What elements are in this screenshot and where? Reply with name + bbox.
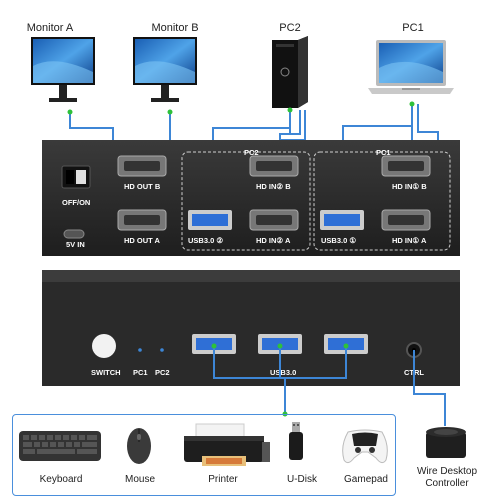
usb-pc2-label: USB3.0 ②	[188, 236, 224, 245]
pc2-label: PC2	[279, 22, 301, 34]
pc2-tower-icon	[272, 36, 308, 108]
controller-label-line2: Controller	[425, 478, 469, 489]
keyboard-label: Keyboard	[39, 474, 83, 485]
hd-out-b-label: HD OUT B	[124, 182, 161, 191]
gamepad-icon	[342, 429, 388, 464]
kvm-back-panel	[42, 140, 460, 256]
front-usb-label: USB3.0	[270, 368, 297, 377]
monitor-b-icon	[133, 37, 197, 102]
printer-label: Printer	[208, 474, 238, 485]
desktop-controller-icon	[426, 427, 466, 458]
mouse-icon	[127, 428, 151, 464]
printer-icon	[184, 423, 270, 466]
keyboard-icon	[19, 431, 101, 461]
monitor-a-label: Monitor A	[26, 22, 74, 34]
front-cables	[211, 343, 446, 426]
front-pc1-label: PC1	[133, 368, 148, 377]
peripherals-box	[12, 414, 396, 496]
group-pc1-label: PC1	[376, 148, 391, 157]
pc1-label: PC1	[402, 22, 424, 34]
controller-label-line1: Wire Desktop	[416, 466, 477, 477]
monitor-b-label: Monitor B	[151, 22, 199, 34]
udisk-label: U-Disk	[287, 474, 317, 485]
power-in-label: 5V IN	[66, 240, 85, 249]
usb-pc1-label: USB3.0 ①	[321, 236, 357, 245]
group-pc2-label: PC2	[244, 148, 259, 157]
power-switch-label: OFF/ON	[62, 198, 91, 207]
hd-in2-b-label: HD IN② B	[256, 182, 291, 191]
kvm-front-panel	[42, 270, 460, 386]
gamepad-label: Gamepad	[344, 474, 388, 485]
front-switch-label: SWITCH	[91, 368, 121, 377]
hd-in2-a-label: HD IN② A	[256, 236, 291, 245]
front-pc2-label: PC2	[155, 368, 170, 377]
monitor-a-icon	[31, 37, 95, 102]
pc1-laptop-icon	[368, 40, 454, 94]
hd-in1-a-label: HD IN① A	[392, 236, 427, 245]
usb-drive-icon	[289, 422, 303, 460]
hd-in1-b-label: HD IN① B	[392, 182, 427, 191]
hd-out-a-label: HD OUT A	[124, 236, 160, 245]
mouse-label: Mouse	[124, 474, 155, 485]
